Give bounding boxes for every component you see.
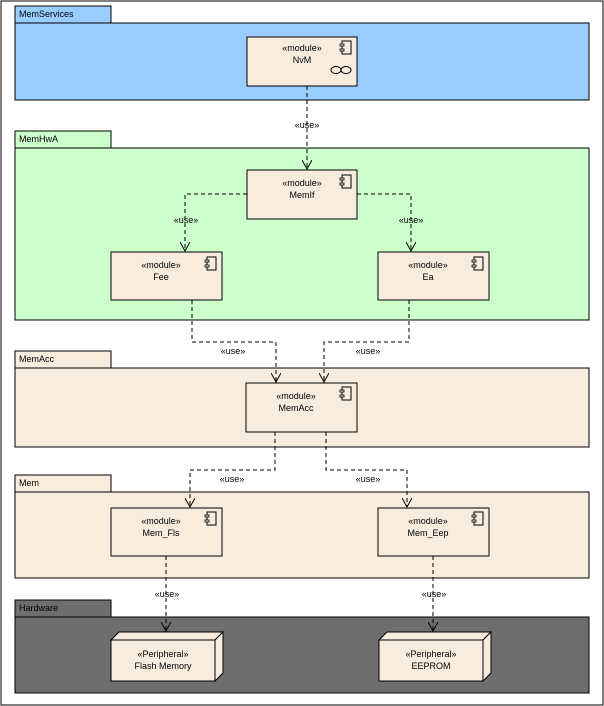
package-hardware-label: Hardware bbox=[19, 603, 59, 613]
module-mem-eep-name: Mem_Eep bbox=[407, 528, 449, 538]
component-icon bbox=[204, 256, 217, 271]
dependency-memacc-memfls bbox=[190, 432, 276, 507]
package-mem-label: Mem bbox=[19, 478, 39, 488]
use-label-memif-fee: «use» bbox=[173, 215, 199, 225]
node-flash-memory bbox=[109, 630, 225, 683]
use-label-memfls-flash: «use» bbox=[154, 589, 180, 599]
node-flash-name: Flash Memory bbox=[134, 661, 192, 671]
module-fee-name: Fee bbox=[153, 272, 169, 282]
component-icon bbox=[339, 40, 352, 55]
node-eeprom bbox=[377, 630, 493, 683]
module-memacc-stereotype: «module» bbox=[276, 391, 316, 401]
use-label-memacc-memeep: «use» bbox=[355, 474, 381, 484]
node-eeprom-stereotype: «Peripheral» bbox=[405, 649, 457, 659]
module-fee-stereotype: «module» bbox=[141, 260, 181, 270]
node-flash-stereotype: «Peripheral» bbox=[137, 649, 189, 659]
package-memacc-label: MemAcc bbox=[19, 354, 55, 364]
module-ea-name: Ea bbox=[422, 272, 434, 282]
module-nvm-stereotype: «module» bbox=[282, 43, 322, 53]
module-memif-name: MemIf bbox=[289, 190, 315, 200]
use-label-memacc-memfls: «use» bbox=[219, 474, 245, 484]
module-nvm bbox=[246, 36, 358, 87]
module-mem-fls-stereotype: «module» bbox=[141, 516, 181, 526]
component-icon bbox=[339, 386, 352, 401]
module-ea bbox=[377, 251, 490, 301]
dependency-ea-memacc bbox=[324, 300, 410, 382]
module-memif bbox=[246, 169, 358, 220]
dependency-memacc-memeep bbox=[325, 432, 407, 507]
module-fee bbox=[110, 251, 223, 301]
module-memacc-name: MemAcc bbox=[278, 403, 314, 413]
use-label-memeep-eeprom: «use» bbox=[421, 589, 447, 599]
node-eeprom-name: EEPROM bbox=[411, 661, 451, 671]
module-memif-stereotype: «module» bbox=[282, 178, 322, 188]
package-memhwa-label: MemHwA bbox=[19, 134, 59, 144]
package-mem-body bbox=[14, 491, 590, 579]
module-ea-stereotype: «module» bbox=[408, 260, 448, 270]
component-icon bbox=[471, 256, 484, 271]
module-mem-eep bbox=[377, 507, 490, 557]
package-memservices-label: MemServices bbox=[19, 9, 74, 19]
module-mem-fls bbox=[110, 507, 223, 557]
package-memhwa bbox=[14, 130, 590, 321]
infinity-icon bbox=[330, 66, 352, 74]
package-hardware-body bbox=[14, 616, 590, 694]
component-icon bbox=[204, 511, 217, 526]
use-label-memif-ea: «use» bbox=[398, 215, 424, 225]
module-nvm-name: NvM bbox=[292, 55, 312, 65]
dependency-fee-memacc bbox=[191, 300, 276, 382]
component-icon bbox=[339, 174, 352, 189]
use-label-ea-memacc: «use» bbox=[355, 346, 381, 356]
module-mem-eep-stereotype: «module» bbox=[408, 516, 448, 526]
component-icon bbox=[471, 511, 484, 526]
module-memacc bbox=[245, 382, 358, 433]
dependency-memif-ea bbox=[357, 193, 411, 251]
use-label-fee-memacc: «use» bbox=[220, 346, 246, 356]
module-mem-fls-name: Mem_Fls bbox=[142, 528, 180, 538]
dependency-memif-fee bbox=[185, 193, 247, 251]
use-label-nvm-memif: «use» bbox=[294, 120, 320, 130]
package-mem bbox=[14, 474, 590, 579]
